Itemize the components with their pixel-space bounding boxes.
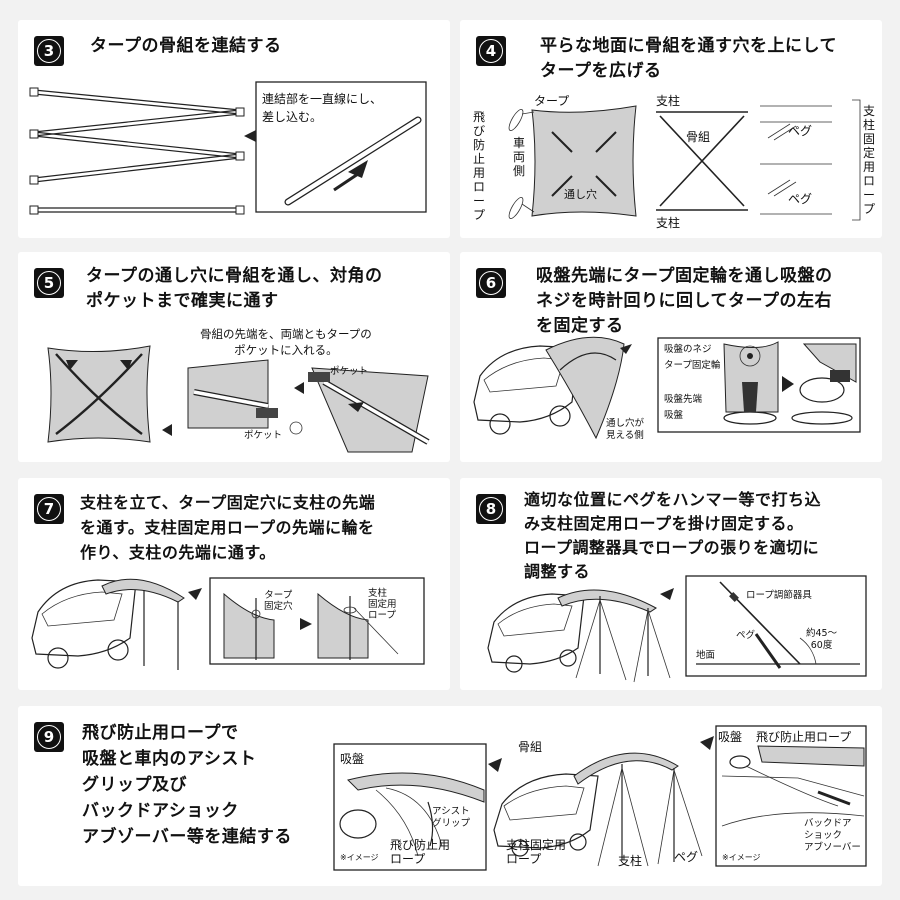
step-5-number-badge: 5	[34, 268, 64, 298]
pole-bottom-label: 支柱	[656, 216, 681, 230]
pole-top-label: 支柱	[656, 94, 681, 108]
frame-label: 骨組	[686, 130, 711, 144]
frame-label-9: 骨組	[518, 740, 543, 754]
step-3-title: タープの骨組を連結する	[90, 36, 282, 56]
step-4-title: 平らな地面に骨組を通す穴を上にしてタープを広げる	[540, 36, 837, 81]
step-3-note: 連結部を一直線にし、差し込む。	[262, 92, 383, 124]
step-3-panel: 3 タープの骨組を連結する 連結部を一直線にし、差し込む。	[18, 20, 450, 238]
pole-fix-rope-label-7: 支柱固定用ロープ	[368, 588, 397, 621]
pole-stand-illustration	[31, 577, 425, 670]
pocket-label-2: ポケット	[330, 366, 369, 377]
angle-label: 約45～60度	[806, 628, 838, 651]
antifly-rope-right-label: 飛び防止用ロープ	[756, 730, 852, 744]
antifly-rope-label: 飛び防止用ロープ	[472, 110, 485, 222]
step-5-title: タープの通し穴に骨組を通し、対角のポケットまで確実に通す	[86, 266, 383, 311]
sucker-left-label: 吸盤	[340, 752, 365, 766]
car-side-label: 車両側	[512, 136, 525, 178]
step-4-panel: 4 平らな地面に骨組を通す穴を上にしてタープを広げる タープ 支柱 骨組 通し穴…	[460, 20, 882, 238]
image-note-right: ※イメージ	[722, 853, 761, 862]
step-6-number-badge: 6	[476, 268, 506, 298]
sucker-screw-label: 吸盤のネジ	[664, 344, 712, 355]
frame-poles-illustration	[29, 81, 427, 215]
step-5-panel: 5 タープの通し穴に骨組を通し、対角のポケットまで確実に通す 骨組の先端を、両端…	[18, 252, 450, 462]
assist-grip-label: アシストグリップ	[432, 806, 471, 829]
step-8-number-badge: 8	[476, 494, 506, 524]
sucker-label: 吸盤	[664, 410, 684, 421]
antifly-rope-illustration	[333, 725, 867, 871]
sucker-tip-label: 吸盤先端	[664, 394, 703, 405]
image-note-left: ※イメージ	[340, 853, 379, 862]
step-3-number-badge: 3	[34, 36, 64, 66]
step-9-number-badge: 9	[34, 722, 64, 752]
peg-rope-illustration	[487, 575, 867, 683]
rope-adjuster-label: ロープ調節器具	[746, 590, 812, 601]
pole-label-9: 支柱	[618, 854, 643, 868]
step-5-note: 骨組の先端を、両端ともタープのポケットに入れる。	[200, 327, 372, 357]
tarp-layout-illustration	[508, 99, 861, 221]
step-7-number-badge: 7	[34, 494, 64, 524]
tarp-fix-hole-label: タープ固定穴	[264, 590, 293, 612]
peg-label-2: ペグ	[788, 192, 813, 206]
step-6-title: 吸盤先端にタープ固定輪を通し吸盤のネジを時計回りに回してタープの左右を固定する	[536, 266, 833, 336]
tarp-label: タープ	[534, 94, 570, 108]
peg-label-1: ペグ	[788, 124, 813, 138]
peg-label-9: ペグ	[674, 850, 699, 864]
step-9-panel: 9 飛び防止用ロープで吸盤と車内のアシストグリップ及びバックドアショックアブゾー…	[18, 706, 882, 886]
antifly-rope-left-label: 飛び防止用ロープ	[390, 838, 451, 866]
step-8-title: 適切な位置にペグをハンマー等で打ち込み支柱固定用ロープを掛け固定する。ロープ調整…	[524, 490, 822, 581]
backdoor-absorber-label: バックドアショックアブソーバー	[804, 818, 861, 853]
step-4-number-badge: 4	[476, 36, 506, 66]
tarp-ring-label: タープ固定輪	[664, 360, 721, 371]
pole-fix-rope-label-9: 支柱固定用ロープ	[506, 838, 567, 866]
sucker-attach-illustration	[473, 336, 861, 440]
step-6-panel: 6 吸盤先端にタープ固定輪を通し吸盤のネジを時計回りに回してタープの左右を固定す…	[460, 252, 882, 462]
visible-side-label: 通し穴が見える側	[606, 418, 645, 441]
pocket-label-1: ポケット	[244, 430, 283, 441]
hole-label: 通し穴	[564, 188, 597, 201]
frame-through-tarp-illustration	[47, 345, 430, 453]
peg-label-8: ペグ	[736, 630, 756, 641]
ground-label: 地面	[696, 650, 716, 661]
sucker-right-label: 吸盤	[718, 730, 743, 744]
step-9-title: 飛び防止用ロープで吸盤と車内のアシストグリップ及びバックドアショックアブゾーバー…	[82, 723, 292, 847]
step-8-panel: 8 適切な位置にペグをハンマー等で打ち込み支柱固定用ロープを掛け固定する。ロープ…	[460, 478, 882, 690]
step-7-title: 支柱を立て、タープ固定穴に支柱の先端を通す。支柱固定用ロープの先端に輪を作り、支…	[80, 493, 376, 562]
step-7-panel: 7 支柱を立て、タープ固定穴に支柱の先端を通す。支柱固定用ロープの先端に輪を作り…	[18, 478, 450, 690]
pole-fix-rope-label: 支柱固定用ロープ	[862, 104, 875, 216]
